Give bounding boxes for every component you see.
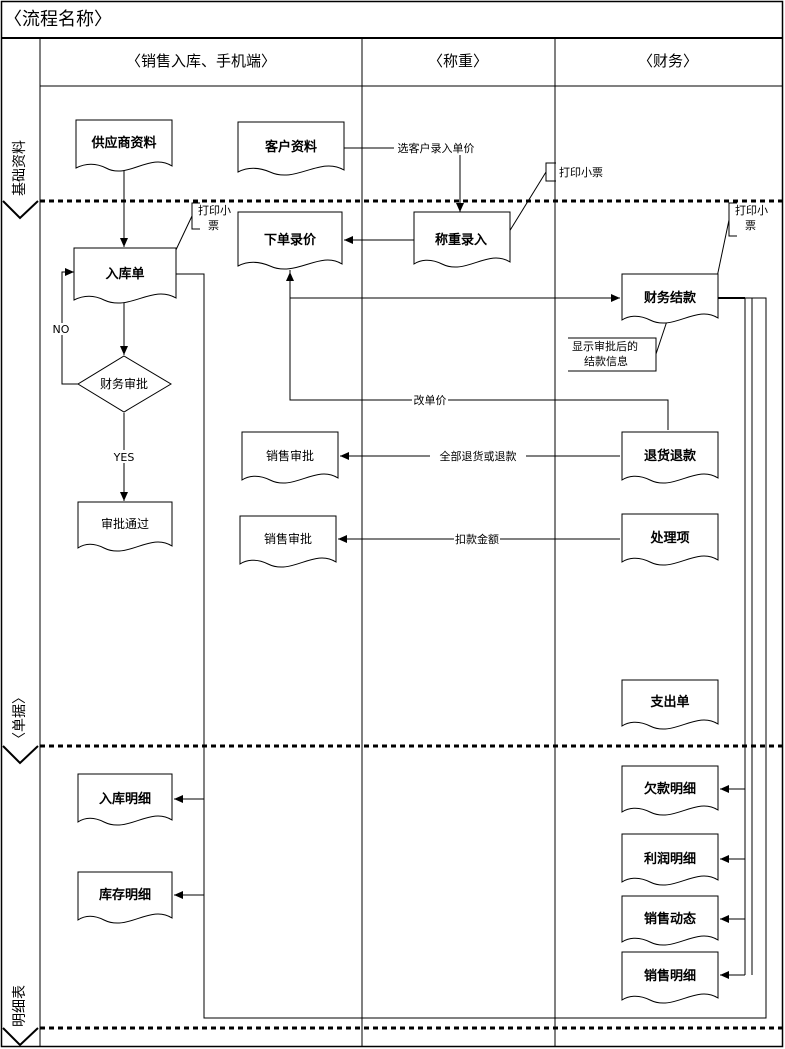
node-sales-detail: 销售明细 xyxy=(621,951,719,1004)
lane-title-weigh: 〈称重〉 xyxy=(428,52,488,70)
band-dividers xyxy=(40,199,783,1030)
note-print-ticket-weigh: 打印小票 xyxy=(559,165,603,179)
node-label: 审批通过 xyxy=(101,516,149,531)
node-profit-detail: 利润明细 xyxy=(621,833,719,886)
node-label: 下单录价 xyxy=(264,232,317,248)
note-show-info-1: 显示审批后的 xyxy=(572,339,638,353)
node-weigh-entry: 称重录入 xyxy=(413,211,511,268)
notes: 打印小票 打印小 票 打印小 票 显示审批后的 结款信息 xyxy=(198,165,768,368)
edge-labels: NO YES 选客户录入单价 改单价 全部退货或退款 扣款金额 xyxy=(52,141,526,546)
node-sales-approval-2: 销售审批 xyxy=(239,515,337,568)
node-label: 销售明细 xyxy=(644,968,696,984)
label-full-return: 全部退货或退款 xyxy=(440,449,517,463)
band-label-details: 明细表 xyxy=(12,985,28,1027)
page-title: 〈流程名称〉 xyxy=(4,9,112,30)
node-label: 销售动态 xyxy=(644,911,696,927)
node-supplier: 供应商资料 xyxy=(75,119,173,172)
node-label: 欠款明细 xyxy=(644,781,696,797)
node-finance-settle: 财务结款 xyxy=(621,273,719,324)
node-label: 处理项 xyxy=(649,530,689,546)
note-print-ticket-finance-2: 票 xyxy=(745,219,756,232)
node-label: 入库明细 xyxy=(99,791,151,807)
label-deduct-amount: 扣款金额 xyxy=(455,532,499,546)
node-inbound-order: 入库单 xyxy=(73,247,177,304)
node-label: 支出单 xyxy=(649,694,689,710)
lane-title-finance: 〈财务〉 xyxy=(638,52,698,70)
label-change-price: 改单价 xyxy=(414,393,447,407)
connectors xyxy=(61,147,767,1019)
node-label: 称重录入 xyxy=(435,232,487,248)
node-label: 销售审批 xyxy=(264,531,312,546)
node-label: 客户资料 xyxy=(265,139,317,155)
node-customer: 客户资料 xyxy=(237,121,345,176)
note-show-info-2: 结款信息 xyxy=(584,354,628,368)
node-payment-voucher: 支出单 xyxy=(621,679,719,730)
label-no: NO xyxy=(53,323,70,336)
node-label: 利润明细 xyxy=(644,851,696,867)
node-label: 退货退款 xyxy=(644,448,697,464)
band-chevrons xyxy=(2,200,39,1047)
node-debt-detail: 欠款明细 xyxy=(621,765,719,816)
node-label: 库存明细 xyxy=(99,887,151,903)
node-label: 财务结款 xyxy=(644,290,697,306)
node-sales-trend: 销售动态 xyxy=(621,895,719,946)
node-label: 供应商资料 xyxy=(90,135,156,151)
node-stock-detail: 库存明细 xyxy=(77,871,173,924)
label-select-customer-price: 选客户录入单价 xyxy=(398,141,475,155)
node-finance-approval: 财务审批 xyxy=(77,355,172,413)
node-label: 入库单 xyxy=(105,266,144,282)
note-print-ticket-inbound-2: 票 xyxy=(208,219,219,232)
note-print-ticket-finance-1: 打印小 xyxy=(735,203,768,217)
node-label: 财务审批 xyxy=(100,376,148,391)
lane-title-sales: 〈销售入库、手机端〉 xyxy=(126,52,276,70)
label-yes: YES xyxy=(113,451,135,464)
node-label: 销售审批 xyxy=(266,448,314,463)
node-return-refund: 退货退款 xyxy=(621,431,719,484)
node-handling-item: 处理项 xyxy=(621,513,719,566)
node-sales-approval-1: 销售审批 xyxy=(241,431,339,484)
annotation-brackets xyxy=(173,162,737,372)
note-print-ticket-inbound-1: 打印小 xyxy=(198,203,231,217)
node-inbound-detail: 入库明细 xyxy=(77,773,173,826)
band-label-documents: 〈单据〉 xyxy=(12,690,28,746)
node-order-price: 下单录价 xyxy=(237,211,343,270)
node-approved: 审批通过 xyxy=(77,501,173,552)
band-label-basic: 基础资料 xyxy=(11,140,28,196)
